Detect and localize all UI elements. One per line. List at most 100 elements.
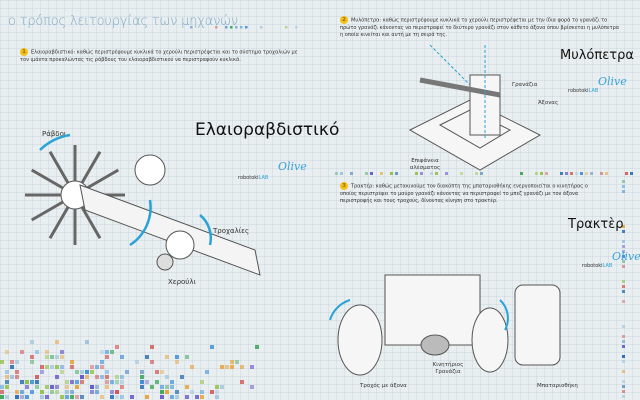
mosaic-tile	[75, 370, 79, 374]
label-handle: Χερούλι	[168, 278, 196, 286]
robotlab-logo: robotokiLAB	[582, 263, 613, 269]
mosaic-tile	[155, 370, 159, 374]
mosaic-tile	[85, 340, 89, 344]
mosaic-tile	[85, 370, 89, 374]
mosaic-tile	[140, 385, 144, 389]
mosaic-tile	[160, 395, 164, 399]
tractor-sketch	[329, 274, 561, 376]
mosaic-tile	[105, 385, 109, 389]
mosaic-tile	[235, 360, 239, 364]
mosaic-tile	[60, 365, 64, 369]
label-wheel-axle: Τροχός με άξονα	[360, 383, 407, 389]
mosaic-tile	[55, 340, 59, 344]
mosaic-tile	[545, 172, 548, 175]
mosaic-tile	[150, 385, 154, 389]
mosaic-tile	[220, 385, 224, 389]
mosaic-tile	[20, 390, 24, 394]
mosaic-tile	[460, 172, 463, 175]
mosaic-tile	[622, 290, 625, 293]
mosaic-tile	[165, 375, 169, 379]
mosaic-tile	[65, 390, 69, 394]
mosaic-tile	[365, 172, 368, 175]
mosaic-tile	[480, 172, 483, 175]
mosaic-tile	[35, 350, 39, 354]
mosaic-tile	[25, 380, 29, 384]
mosaic-tile	[50, 355, 54, 359]
mosaic-tile	[622, 265, 625, 268]
mosaic-tile	[145, 395, 149, 399]
mosaic-tile	[185, 355, 189, 359]
mosaic-tile	[140, 370, 144, 374]
mosaic-tile	[170, 385, 174, 389]
mosaic-tile	[350, 172, 353, 175]
mosaic-tile	[90, 385, 94, 389]
mosaic-tile	[10, 360, 14, 364]
mosaic-tile	[295, 26, 298, 29]
mosaic-tile	[215, 395, 219, 399]
mosaic-tile	[622, 395, 625, 398]
mosaic-tile	[105, 355, 109, 359]
mosaic-tile	[475, 172, 478, 175]
mosaic-tile	[150, 360, 154, 364]
mosaic-tile	[45, 365, 49, 369]
mosaic-tile	[390, 172, 393, 175]
label-rods: Ράβδοι	[42, 130, 67, 138]
mosaic-tile	[190, 390, 194, 394]
mosaic-tile	[165, 355, 169, 359]
mosaic-tile	[35, 385, 39, 389]
mosaic-tile	[175, 390, 179, 394]
mosaic-tile	[145, 355, 149, 359]
mosaic-tile	[50, 365, 54, 369]
millstone-sketch	[408, 44, 542, 171]
mosaic-tile	[55, 355, 59, 359]
section-2-badge: 2	[340, 16, 348, 24]
mosaic-tile	[45, 355, 49, 359]
section-1-badge: 1	[20, 48, 28, 56]
mosaic-tile	[120, 380, 124, 384]
mosaic-tile	[110, 350, 114, 354]
mosaic-tile	[245, 26, 248, 29]
mosaic-tile	[15, 360, 19, 364]
mosaic-tile	[0, 385, 4, 389]
mosaic-tile	[140, 375, 144, 379]
mosaic-tile	[255, 345, 259, 349]
mosaic-tile	[120, 355, 124, 359]
mosaic-tile	[285, 26, 288, 29]
mosaic-tile	[185, 395, 189, 399]
mosaic-tile	[335, 172, 338, 175]
mosaic-tile	[10, 365, 14, 369]
mosaic-tile	[622, 390, 625, 393]
mosaic-tile	[25, 395, 29, 399]
mosaic-tile	[570, 172, 573, 175]
mosaic-tile	[115, 390, 119, 394]
mosaic-tile	[55, 375, 59, 379]
mosaic-tile	[200, 380, 204, 384]
section-3-badge: 3	[340, 182, 348, 190]
mosaic-tile	[40, 390, 44, 394]
mosaic-tile	[260, 26, 263, 29]
mosaic-tile	[55, 390, 59, 394]
section-3-heading: Τρακτὲρ	[568, 217, 624, 232]
rod	[80, 206, 102, 240]
mosaic-tile	[590, 172, 593, 175]
mosaic-tile	[35, 375, 39, 379]
mosaic-tile	[205, 370, 209, 374]
mosaic-tile	[5, 370, 9, 374]
signature: Olive	[612, 250, 640, 263]
mosaic-tile	[160, 385, 164, 389]
mosaic-tile	[622, 345, 625, 348]
mosaic-tile	[5, 375, 9, 379]
mosaic-tile	[622, 340, 625, 343]
mosaic-tile	[170, 395, 174, 399]
mosaic-tile	[200, 390, 204, 394]
mosaic-tile	[70, 390, 74, 394]
mosaic-tile	[75, 380, 79, 384]
mosaic-tile	[622, 380, 625, 383]
mosaic-tile	[535, 172, 538, 175]
mosaic-tile	[90, 365, 94, 369]
mosaic-tile	[110, 380, 114, 384]
mosaic-tile	[215, 390, 219, 394]
mosaic-tile	[55, 365, 59, 369]
mosaic-tile	[622, 370, 625, 373]
